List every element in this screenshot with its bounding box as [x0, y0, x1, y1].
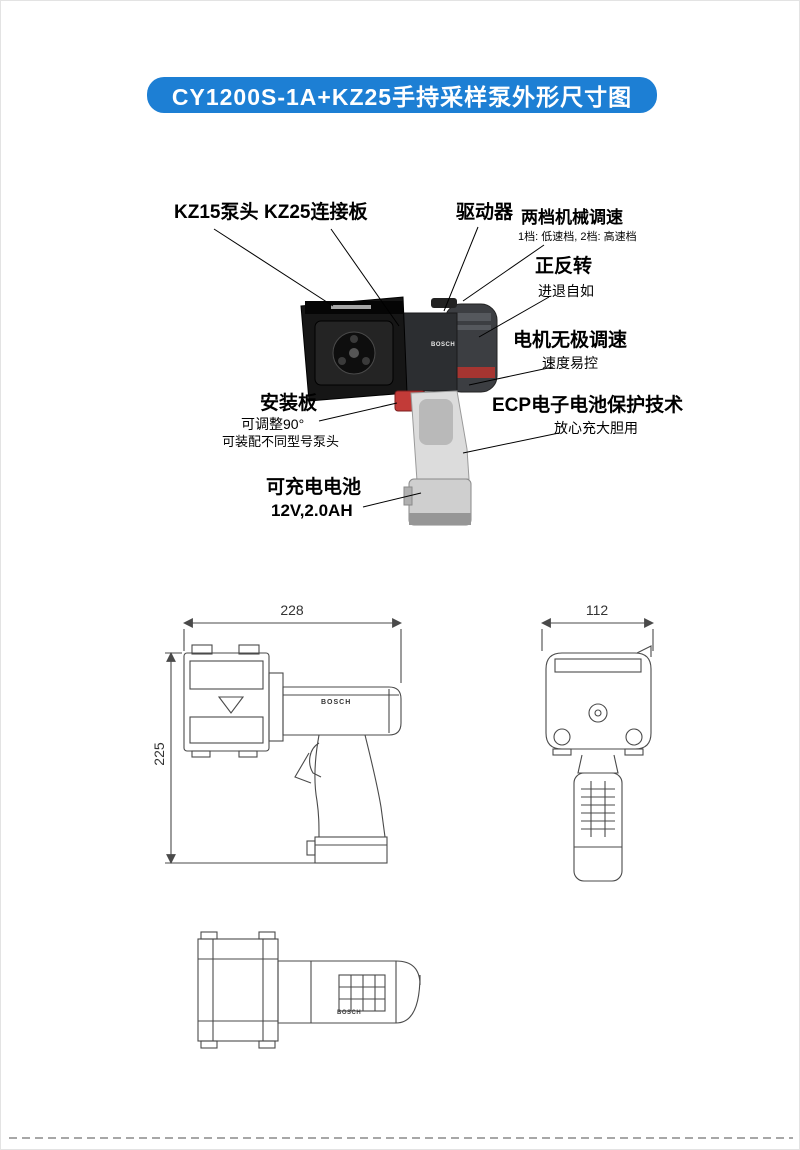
brand-logo-photo: BOSCH [431, 342, 456, 348]
callout-ecp-protection: ECP电子电池保护技术 [492, 395, 684, 416]
title-banner: CY1200S-1A+KZ25手持采样泵外形尺寸图 [147, 77, 657, 113]
callout-mech-speed-sub: 1档: 低速档, 2档: 高速档 [518, 231, 637, 243]
callout-kz15-pump-head: KZ15泵头 [174, 202, 259, 223]
callout-mounting-plate: 安装板 [260, 393, 318, 414]
callout-mounting-plate-sub2: 可装配不同型号泵头 [222, 434, 340, 449]
side-view-drawing [541, 618, 654, 882]
callout-ecp-protection-sub: 放心充大胆用 [554, 420, 638, 436]
pump-photo-illustration [300, 296, 498, 526]
brand-logo-bottom-view: BOSCH [337, 1010, 362, 1016]
brand-logo-front-view: BOSCH [321, 699, 352, 706]
callout-forward-reverse: 正反转 [535, 256, 593, 277]
callout-rechargeable-battery-sub: 12V,2.0AH [271, 501, 353, 520]
callout-motor-speed: 电机无极调速 [513, 330, 628, 351]
callout-driver: 驱动器 [456, 202, 514, 223]
callout-motor-speed-sub: 速度易控 [542, 355, 598, 371]
dimension-width-228: 228 [280, 602, 304, 618]
callout-leader-lines [213, 226, 560, 508]
callout-rechargeable-battery: 可充电电池 [266, 477, 362, 498]
callout-mech-speed: 两档机械调速 [521, 208, 623, 227]
callout-kz25-connector-plate: KZ25连接板 [264, 202, 368, 223]
bottom-view-drawing [197, 931, 421, 1049]
dimension-height-225: 225 [151, 742, 167, 766]
dimension-depth-112: 112 [585, 602, 609, 618]
callout-mounting-plate-sub1: 可调整90° [241, 416, 305, 432]
page-title: CY1200S-1A+KZ25手持采样泵外形尺寸图 [171, 84, 633, 110]
front-view-drawing [165, 618, 402, 864]
callout-forward-reverse-sub: 进退自如 [538, 283, 594, 299]
